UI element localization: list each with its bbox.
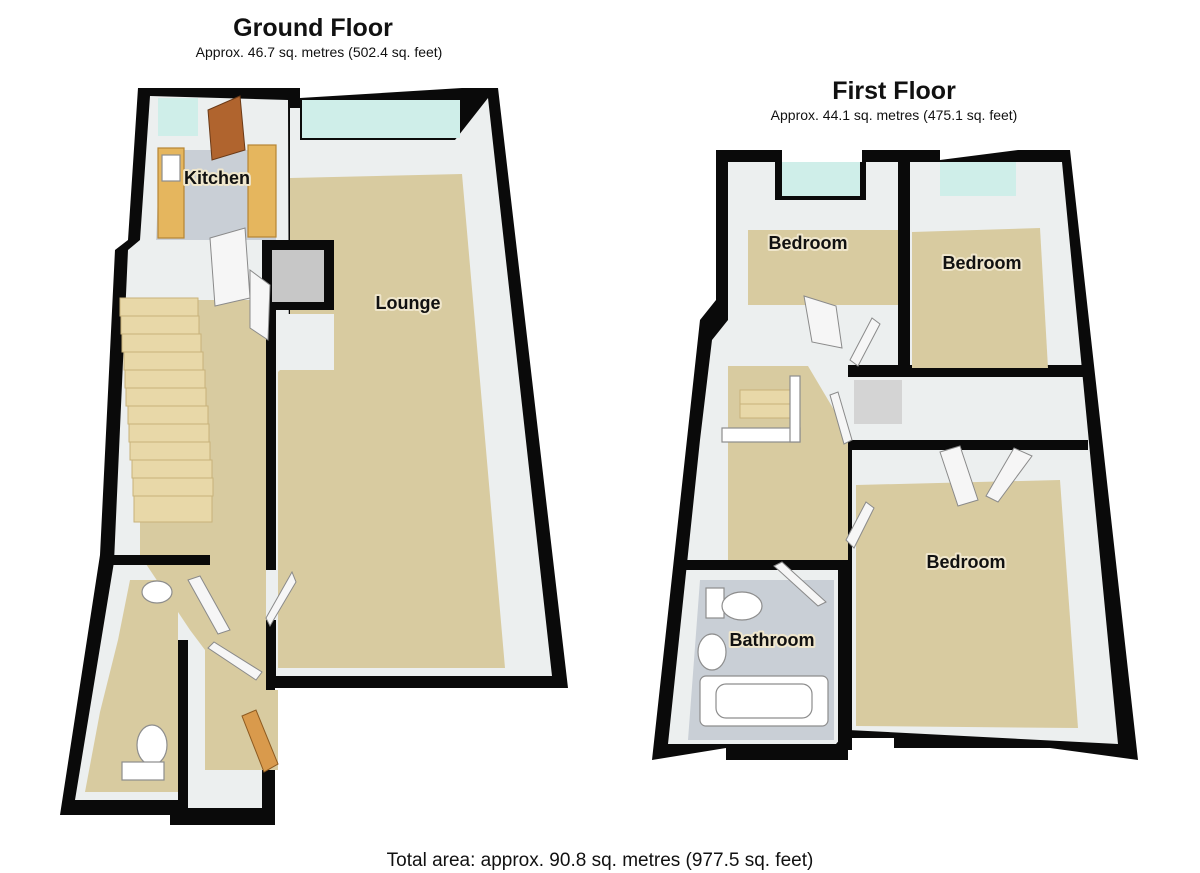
hall-wall-block [276,314,334,370]
bedroom-2-window [940,162,1016,196]
total-area: Total area: approx. 90.8 sq. metres (977… [387,850,814,871]
kitchen-floor [156,150,276,240]
wc-cistern [121,761,165,781]
stair-step [128,423,210,443]
ground-floor-title: Ground Floor [233,14,393,42]
bathroom-door [773,561,827,607]
room-label-bedroom-2: Bedroom [942,253,1021,273]
stair-step [125,387,207,407]
room-label-bedroom-3: Bedroom [926,552,1005,572]
stair-step [131,459,213,479]
bedroom-2-floor [912,228,1048,368]
cupboard-inner [272,250,324,302]
room-label-bathroom: Bathroom [730,630,815,650]
wc-partition-vertical [178,640,188,810]
stair-step [121,333,202,353]
bedroom-divider-wall [898,150,910,365]
landing-stair [739,389,791,405]
bathroom-top-wall [684,560,850,570]
bathroom-toilet [721,591,763,621]
bathroom-cistern [705,587,725,619]
bathroom-basin [697,633,727,671]
staircase [119,297,214,523]
wc-partition [100,555,210,565]
side-door [241,709,279,773]
stair-step [127,405,209,425]
lounge-dividing-wall [266,310,276,570]
wc-toilet [136,724,168,766]
first-floor-plan: Bedroom Bedroom Bedroom Bathroom [652,150,1138,760]
room-label-lounge: Lounge [376,293,441,313]
stair-step [129,441,211,461]
stair-step [124,369,206,389]
kitchen-door [209,227,251,307]
banister [721,427,801,443]
bedroom-1-floor [748,230,898,305]
bathroom-bath-inner [715,683,813,719]
stair-step [120,315,200,335]
lounge-window [302,100,460,138]
bedroom-3-floor [856,480,1078,728]
porch-door [207,641,263,681]
wc-basin [141,580,173,604]
banister-post [789,375,801,443]
bedroom-3-door-a [939,445,979,507]
first-floor-area: Approx. 44.1 sq. metres (475.1 sq. feet) [771,107,1018,123]
bedroom-1-window [782,162,860,196]
room-label-bedroom-1: Bedroom [768,233,847,253]
stair-step [123,351,204,371]
kitchen-sink [161,154,181,182]
bedroom-3-door-c [845,501,875,549]
airing-cupboard [854,380,902,424]
front-door [207,95,246,161]
landing-stair [739,403,791,419]
lounge-door-lower [265,570,297,628]
bedroom-3-divider-wall [838,440,1088,450]
kitchen-worktop-right [247,144,277,238]
ground-floor-plan: Kitchen Lounge [60,88,568,825]
lounge-door-upper [249,269,271,341]
cupboard-door [829,391,853,445]
bedroom-3-door-b [985,447,1033,503]
lounge-floor [278,174,505,668]
bedroom-1-door [803,295,843,349]
room-label-kitchen: Kitchen [184,168,250,188]
stair-step [133,495,213,523]
ground-floor-area: Approx. 46.7 sq. metres (502.4 sq. feet) [196,44,443,60]
stair-step [132,477,214,497]
wc-door [187,575,231,635]
bedroom-2-door [849,317,881,367]
kitchen-window [158,98,198,136]
first-floor-title: First Floor [832,77,956,105]
lounge-dividing-wall-low [264,620,276,682]
stair-step [119,297,199,317]
